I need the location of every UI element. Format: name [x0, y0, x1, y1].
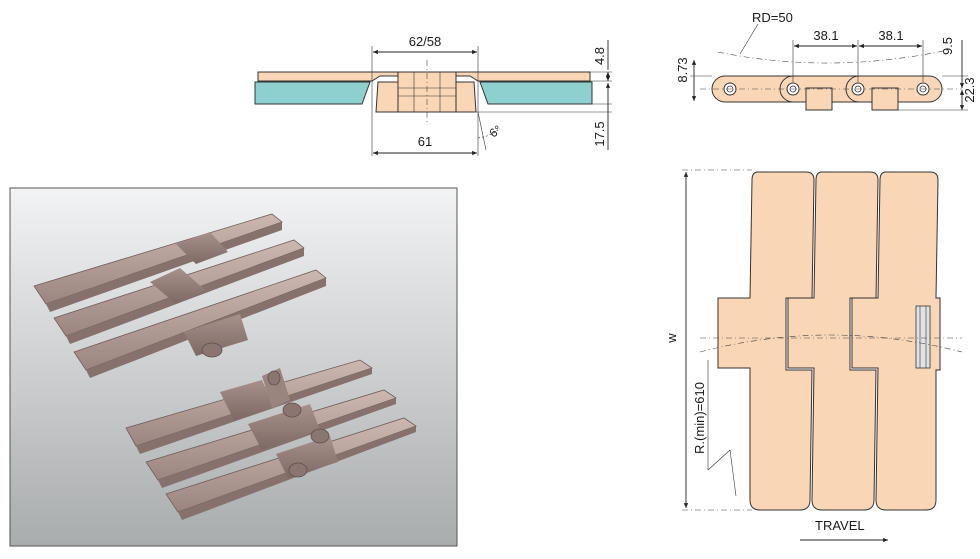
top-width-label: 62/58	[409, 34, 442, 49]
radius-min-label: R.(min)=610	[692, 382, 707, 454]
dim-right-top-label: 9.5	[940, 37, 955, 55]
wear-strip-left	[254, 81, 371, 105]
pitch-2-label: 38.1	[878, 28, 903, 43]
travel-label: TRAVEL	[815, 518, 865, 533]
bottom-width-label: 61	[418, 134, 432, 149]
wear-strip-right	[479, 81, 593, 105]
width-label: w	[664, 333, 679, 344]
radius-label: RD=50	[752, 10, 793, 25]
dim-right-label: 22.3	[962, 77, 977, 102]
top-plate	[257, 71, 591, 82]
top-view-plate-2	[787, 171, 879, 511]
angle-label: 6°	[487, 122, 505, 140]
top-view: w R.(min)=610 TRAVEL	[664, 169, 963, 543]
product-photo	[9, 187, 458, 547]
pitch-1-label: 38.1	[813, 28, 838, 43]
hinge-block	[375, 71, 477, 113]
top-view-plate-3	[851, 171, 941, 511]
plate-thickness-label: 4.8	[592, 47, 607, 65]
hinge-height-label: 17.5	[592, 121, 607, 146]
cross-section-view: 62/58 61 6° 4.8 17.5	[254, 34, 612, 156]
height-left-label: 8.73	[675, 57, 690, 82]
side-view: RD=50 38.1 38.1 8.73 9.5 22.3	[675, 10, 977, 111]
top-view-plate-1	[717, 171, 815, 511]
lower-chain-image	[125, 359, 417, 520]
upper-chain-image	[33, 213, 327, 378]
